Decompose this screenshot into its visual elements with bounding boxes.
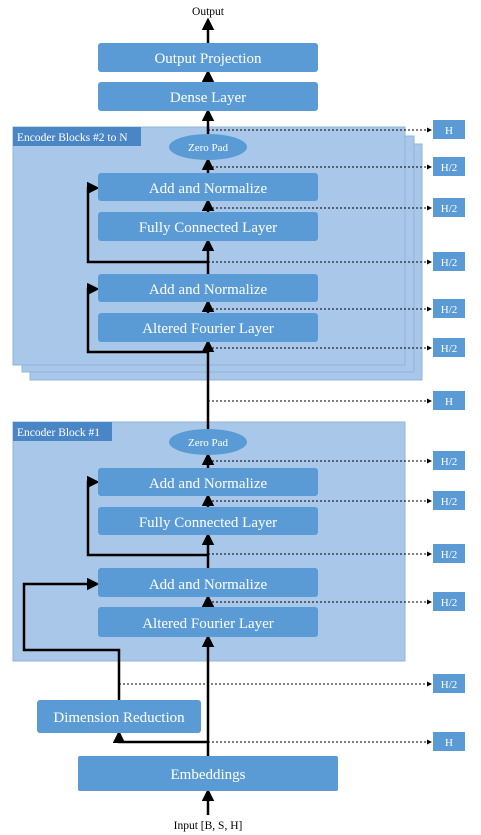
dim-tag-h2: H/2 (433, 451, 465, 470)
svg-text:H/2: H/2 (441, 343, 458, 355)
encoder-n-add-norm-bottom-label: Add and Normalize (149, 282, 268, 298)
dim-tag-h2: H/2 (433, 299, 465, 318)
encoder-n-add-norm-top-label: Add and Normalize (149, 181, 268, 197)
encoder-1-title: Encoder Block #1 (17, 427, 100, 439)
encoder-n-title-tag: Encoder Blocks #2 to N (13, 127, 141, 146)
encoder-n-fourier-layer: Altered Fourier Layer (98, 313, 318, 342)
encoder-n-fourier-layer-label: Altered Fourier Layer (142, 321, 274, 337)
encoder-1-add-norm-bottom-label: Add and Normalize (149, 577, 268, 593)
dim-tag-h2: H/2 (433, 198, 465, 217)
svg-text:H/2: H/2 (441, 456, 458, 468)
svg-text:H/2: H/2 (441, 162, 458, 174)
encoder-1-add-norm-top: Add and Normalize (98, 468, 318, 496)
encoder-n-title: Encoder Blocks #2 to N (17, 132, 128, 144)
dim-tag-h2: H/2 (433, 338, 465, 357)
dense-layer-box: Dense Layer (98, 82, 318, 111)
encoder-1-fourier-layer-label: Altered Fourier Layer (142, 616, 274, 632)
svg-text:H/2: H/2 (441, 679, 458, 691)
output-projection-label: Output Projection (154, 51, 262, 67)
encoder-n-add-norm-top: Add and Normalize (98, 173, 318, 201)
encoder-1-fc-layer: Fully Connected Layer (98, 507, 318, 535)
dim-tag-h2: H/2 (433, 491, 465, 510)
dense-layer-label: Dense Layer (170, 90, 246, 106)
encoder-n-fc-layer-label: Fully Connected Layer (139, 220, 277, 236)
input-label: Input [B, S, H] (174, 820, 243, 832)
encoder-1-title-tag: Encoder Block #1 (13, 422, 112, 441)
output-projection-box: Output Projection (98, 43, 318, 72)
svg-text:H/2: H/2 (441, 203, 458, 215)
encoder-n-zero-pad-label: Zero Pad (188, 142, 229, 154)
encoder-n-add-norm-bottom: Add and Normalize (98, 274, 318, 302)
embeddings-label: Embeddings (171, 767, 246, 783)
encoder-n-fc-layer: Fully Connected Layer (98, 212, 318, 241)
dim-tag-h: H (433, 120, 465, 139)
svg-text:H/2: H/2 (441, 304, 458, 316)
encoder-1-fc-layer-label: Fully Connected Layer (139, 515, 277, 531)
dim-tag-h2: H/2 (433, 157, 465, 176)
svg-text:H/2: H/2 (441, 257, 458, 269)
dimension-lines (119, 127, 432, 745)
embeddings-box: Embeddings (78, 756, 338, 791)
dim-tag-h: H (433, 391, 465, 410)
svg-text:H/2: H/2 (441, 549, 458, 561)
encoder-1-zero-pad-label: Zero Pad (188, 437, 229, 449)
dim-tags: H H/2 H/2 H/2 H/2 H/2 H H/2 H/2 H/2 H/2 … (433, 120, 465, 751)
dimension-reduction-box: Dimension Reduction (37, 700, 201, 733)
dim-tag-h2: H/2 (433, 592, 465, 611)
svg-text:H/2: H/2 (441, 496, 458, 508)
svg-text:H: H (445, 396, 453, 408)
svg-text:H: H (445, 125, 453, 137)
dimension-reduction-label: Dimension Reduction (53, 710, 185, 726)
encoder-1-fourier-layer: Altered Fourier Layer (98, 607, 318, 637)
encoder-n-zero-pad: Zero Pad (169, 134, 247, 160)
encoder-1-add-norm-bottom: Add and Normalize (98, 568, 318, 597)
dim-tag-h2: H/2 (433, 252, 465, 271)
dim-tag-h2: H/2 (433, 544, 465, 563)
encoder-1-add-norm-top-label: Add and Normalize (149, 476, 268, 492)
dim-tag-h: H (433, 732, 465, 751)
encoder-1-zero-pad: Zero Pad (169, 429, 247, 455)
dim-tag-h2: H/2 (433, 674, 465, 693)
output-label: Output (192, 6, 225, 18)
svg-text:H: H (445, 737, 453, 749)
svg-text:H/2: H/2 (441, 597, 458, 609)
